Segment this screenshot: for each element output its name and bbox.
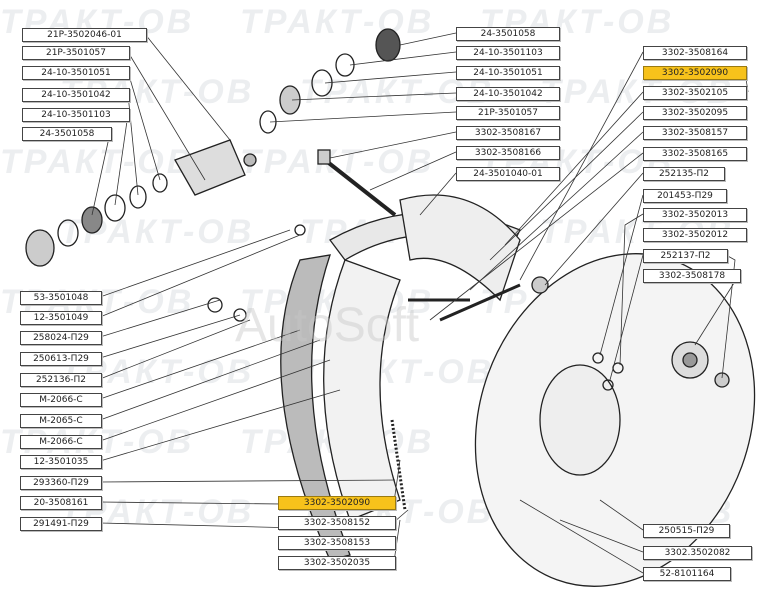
part-label-3302-3502105[interactable]: 3302-3502105 bbox=[643, 86, 747, 100]
part-label-52-8101164[interactable]: 52-8101164 bbox=[643, 567, 731, 581]
part-label-3302-3502082[interactable]: 3302.3502082 bbox=[643, 546, 752, 560]
part-label-м-2066-с[interactable]: М-2066-С bbox=[20, 435, 102, 449]
bolt-head bbox=[317, 149, 331, 165]
cylinder-ring bbox=[311, 69, 333, 97]
autosoft-watermark: AutoSoft bbox=[235, 299, 420, 352]
part-label-24-10-3501042[interactable]: 24-10-3501042 bbox=[22, 88, 130, 102]
backing-plate-hub bbox=[539, 364, 621, 476]
cylinder-ring bbox=[57, 219, 79, 247]
part-label-3302-3508164[interactable]: 3302-3508164 bbox=[643, 46, 747, 60]
part-label-3302-3508167[interactable]: 3302-3508167 bbox=[456, 126, 560, 140]
part-label-3302-3508157[interactable]: 3302-3508157 bbox=[643, 126, 747, 140]
part-label-3302-3502090[interactable]: 3302-3502090 bbox=[278, 496, 396, 510]
part-label-250613-п29[interactable]: 250613-П29 bbox=[20, 352, 102, 366]
part-label-12-3501049[interactable]: 12-3501049 bbox=[20, 311, 102, 325]
adjuster-bolt bbox=[323, 158, 397, 217]
cylinder-boot bbox=[375, 28, 401, 62]
cylinder-cup bbox=[81, 206, 103, 234]
part-label-53-3501048[interactable]: 53-3501048 bbox=[20, 291, 102, 305]
part-label-252135-п2[interactable]: 252135-П2 bbox=[643, 167, 725, 181]
watermark-text: ТРАКТ-ОВ bbox=[240, 3, 435, 41]
part-label-24-10-3501103[interactable]: 24-10-3501103 bbox=[456, 46, 560, 60]
cylinder-ring bbox=[335, 53, 355, 77]
part-label-12-3501035[interactable]: 12-3501035 bbox=[20, 455, 102, 469]
part-label-м-2065-с[interactable]: М-2065-С bbox=[20, 414, 102, 428]
part-label-3302-3502035[interactable]: 3302-3502035 bbox=[278, 556, 396, 570]
wheel-cylinder-boot bbox=[25, 229, 55, 267]
part-label-252137-п2[interactable]: 252137-П2 bbox=[643, 249, 728, 263]
brake-shoe-rear bbox=[399, 194, 521, 302]
part-label-24-3501058[interactable]: 24-3501058 bbox=[22, 127, 112, 141]
part-label-24-3501058[interactable]: 24-3501058 bbox=[456, 27, 560, 41]
leader-lines bbox=[91, 32, 749, 574]
part-label-24-10-3501051[interactable]: 24-10-3501051 bbox=[456, 66, 560, 80]
part-label-20-3508161[interactable]: 20-3508161 bbox=[20, 496, 102, 510]
part-label-24-10-3501103[interactable]: 24-10-3501103 bbox=[22, 108, 130, 122]
part-label-24-10-3501042[interactable]: 24-10-3501042 bbox=[456, 87, 560, 101]
part-label-3302-3508152[interactable]: 3302-3508152 bbox=[278, 516, 396, 530]
part-label-3302-3508165[interactable]: 3302-3508165 bbox=[643, 147, 747, 161]
part-label-201453-п29[interactable]: 201453-П29 bbox=[643, 189, 727, 203]
part-label-21p-3501057[interactable]: 21P-3501057 bbox=[22, 46, 130, 60]
part-label-21p-3502046-01[interactable]: 21P-3502046-01 bbox=[22, 28, 147, 42]
nut bbox=[714, 372, 730, 388]
bleeder-valve bbox=[243, 153, 257, 167]
part-label-3302-3502013[interactable]: 3302-3502013 bbox=[643, 208, 747, 222]
brake-shoe-web bbox=[323, 259, 401, 521]
return-spring bbox=[390, 419, 407, 511]
part-label-24-10-3501051[interactable]: 24-10-3501051 bbox=[22, 66, 130, 80]
part-label-291491-п29[interactable]: 291491-П29 bbox=[20, 517, 102, 531]
watermark-text: ТРАКТ-ОВ bbox=[240, 143, 435, 181]
part-label-3302-3508153[interactable]: 3302-3508153 bbox=[278, 536, 396, 550]
part-label-24-3501040-01[interactable]: 24-3501040-01 bbox=[456, 167, 560, 181]
part-label-250515-п29[interactable]: 250515-П29 bbox=[643, 524, 730, 538]
part-label-293360-п29[interactable]: 293360-П29 bbox=[20, 476, 102, 490]
part-label-м-2066-с[interactable]: М-2066-С bbox=[20, 393, 102, 407]
part-label-21p-3501057[interactable]: 21P-3501057 bbox=[456, 106, 560, 120]
brake-shoe-lining bbox=[280, 254, 351, 561]
strut bbox=[439, 283, 521, 322]
cylinder-ring bbox=[152, 173, 168, 193]
cylinder-ring bbox=[129, 185, 147, 209]
part-label-3302-3502090[interactable]: 3302-3502090 bbox=[643, 66, 747, 80]
part-label-3302-3502095[interactable]: 3302-3502095 bbox=[643, 106, 747, 120]
part-label-3302-3502012[interactable]: 3302-3502012 bbox=[643, 228, 747, 242]
part-label-252136-п2[interactable]: 252136-П2 bbox=[20, 373, 102, 387]
eccentric-washer bbox=[531, 276, 549, 294]
cylinder-ring bbox=[104, 194, 126, 222]
part-label-258024-п29[interactable]: 258024-П29 bbox=[20, 331, 102, 345]
part-label-3302-3508178[interactable]: 3302-3508178 bbox=[643, 269, 741, 283]
wheel-cylinder bbox=[174, 139, 246, 196]
part-label-3302-3508166[interactable]: 3302-3508166 bbox=[456, 146, 560, 160]
